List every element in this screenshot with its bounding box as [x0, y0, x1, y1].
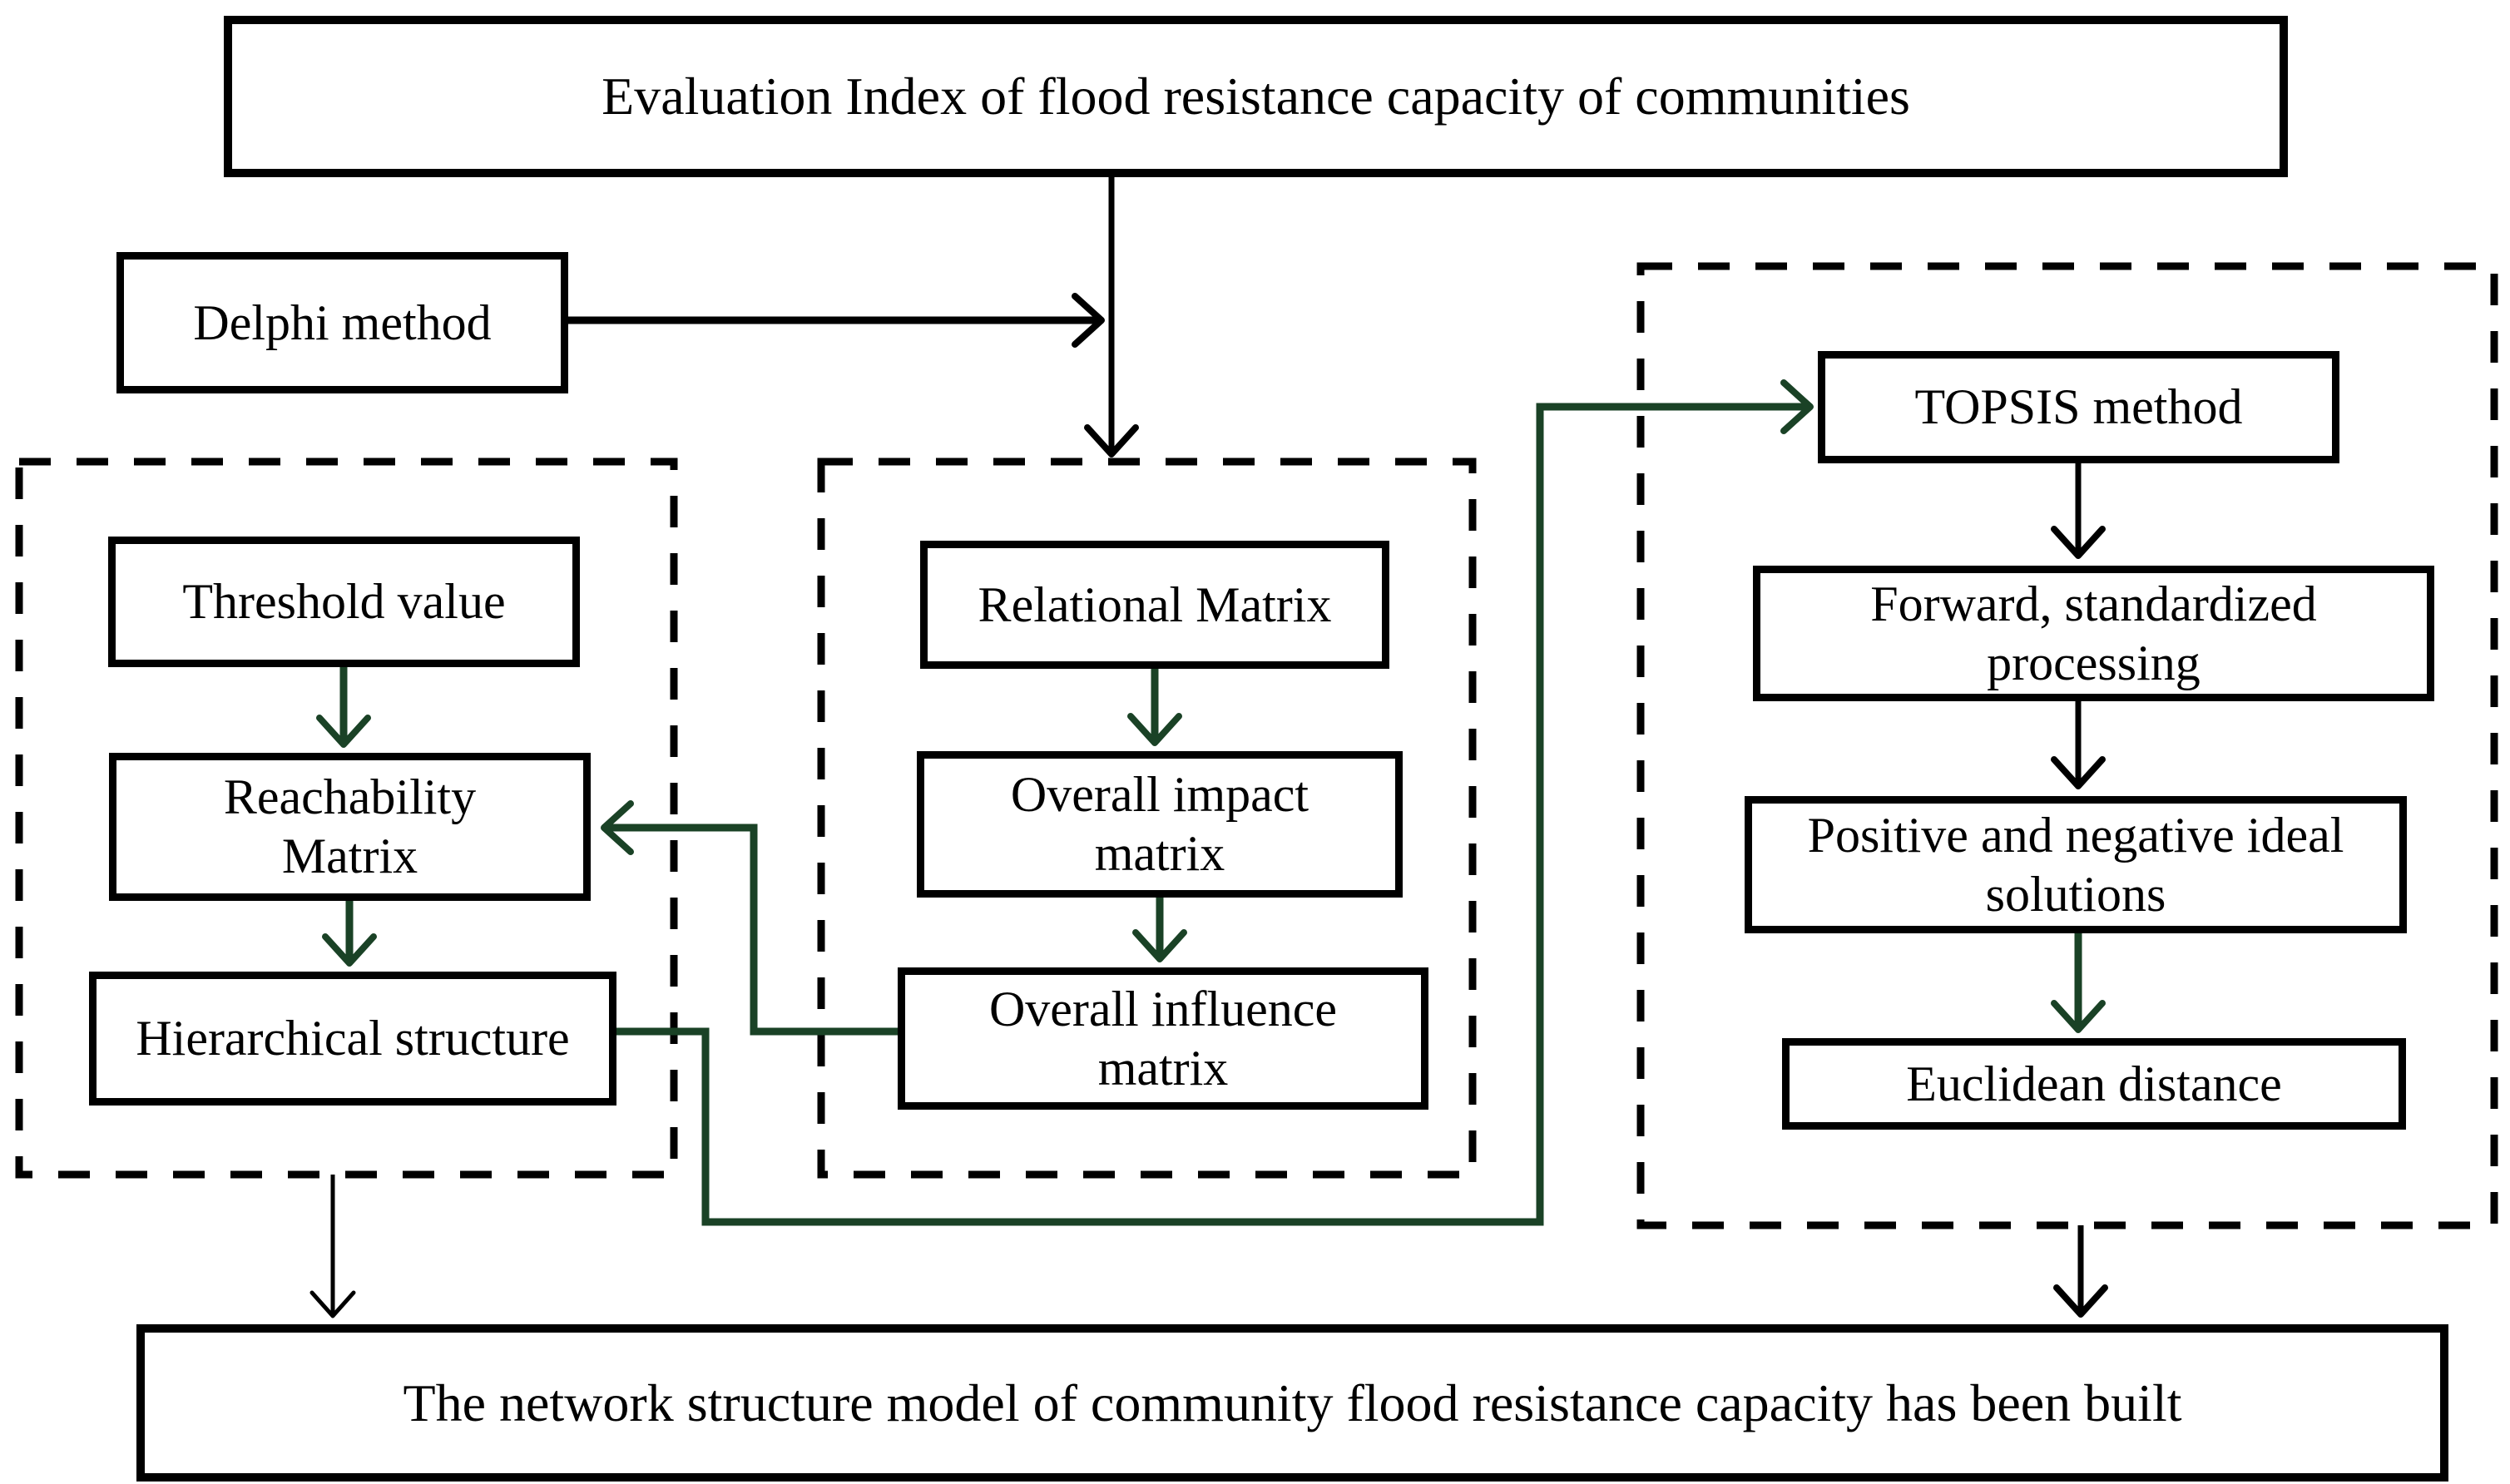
- ism-group-border: [15, 458, 678, 1179]
- arrow-hierarchical-to-topsis: [616, 379, 1814, 1226]
- node-overall-impact-matrix: Overall impact matrix: [917, 751, 1403, 898]
- node-network-structure-model: The network structure model of community…: [136, 1324, 2448, 1482]
- node-forward-standardized-processing: Forward, standardized processing: [1753, 566, 2434, 701]
- node-positive-negative-ideal-solutions: Positive and negative ideal solutions: [1745, 796, 2407, 933]
- node-relational-matrix: Relational Matrix: [920, 541, 1389, 669]
- node-euclidean-distance: Euclidean distance: [1782, 1038, 2406, 1130]
- node-reachability-matrix: Reachability Matrix: [109, 753, 591, 901]
- dematel-group-border: [817, 458, 1477, 1179]
- node-threshold-value: Threshold value: [108, 537, 580, 667]
- node-topsis-method: TOPSIS method: [1818, 351, 2339, 463]
- node-hierarchical-structure: Hierarchical structure: [89, 972, 616, 1106]
- node-delphi-method: Delphi method: [116, 252, 568, 393]
- arrow-influence-to-reachability: [601, 800, 898, 1036]
- node-overall-influence-matrix: Overall influence matrix: [898, 967, 1428, 1110]
- node-evaluation-index: Evaluation Index of flood resistance cap…: [224, 16, 2288, 177]
- topsis-group-border: [1636, 262, 2498, 1229]
